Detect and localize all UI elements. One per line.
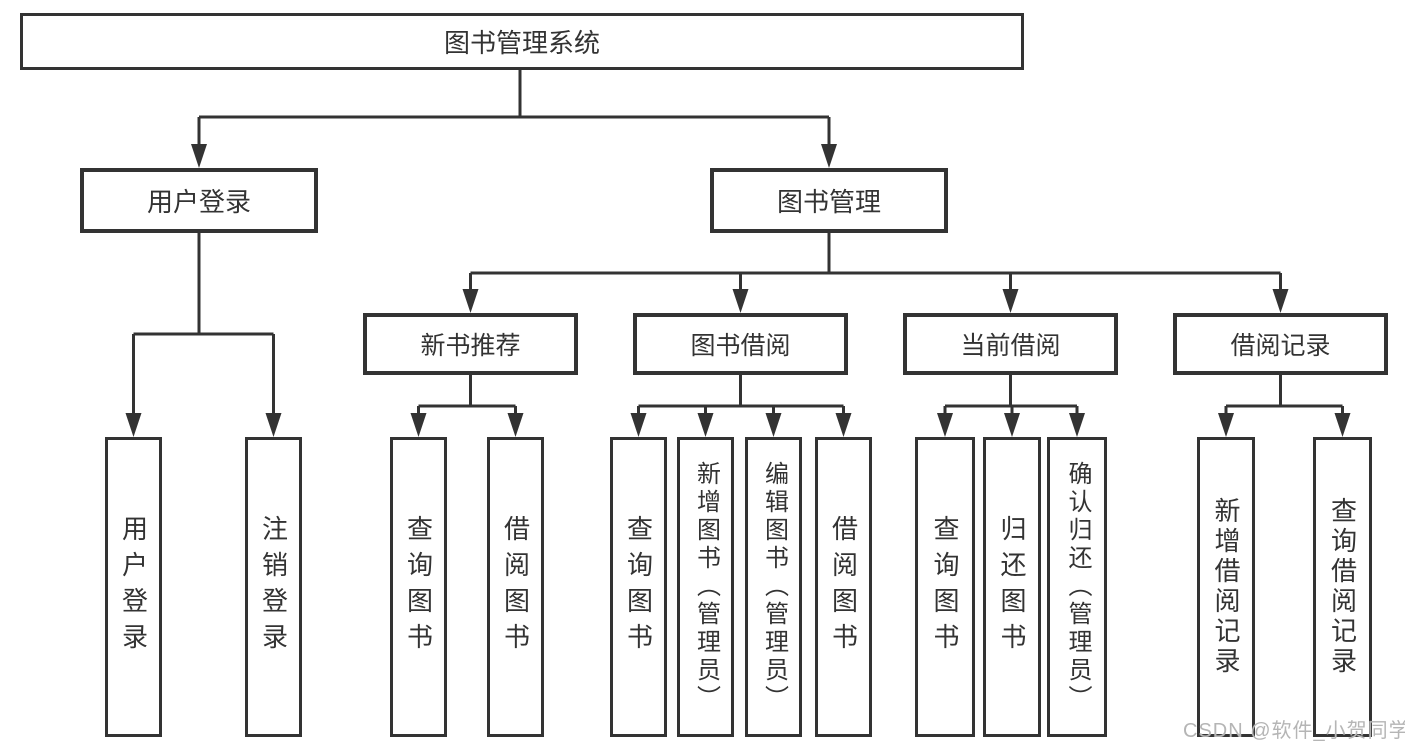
leaf-logout: 注销登录 [245,437,302,737]
node-borrow-records: 借阅记录 [1173,313,1388,375]
leaf-edit-books-admin: 编辑图书（管理员） [745,437,802,737]
arrow-down-icon [191,144,207,168]
arrow-down-icon [765,413,782,437]
node-user-login: 用户登录 [80,168,318,233]
leaf-add-books-admin: 新增图书（管理员） [677,437,734,737]
leaf-confirm-return-admin: 确认归还（管理员） [1047,437,1107,737]
leaf-label: 查询图书 [623,515,654,659]
arrow-down-icon [1069,413,1085,437]
leaf-label: 确认归还（管理员） [1064,461,1091,713]
node-book-borrow: 图书借阅 [633,313,848,375]
leaf-user-login: 用户登录 [105,437,162,737]
csdn-watermark: CSDN @软件_小贺同学 [1183,720,1405,742]
leaf-label: 新增图书（管理员） [692,461,720,713]
leaf-query-books: 查询图书 [610,437,667,737]
leaf-label: 归还图书 [997,515,1027,659]
arrow-down-icon [507,413,524,437]
arrow-down-icon [1218,413,1234,437]
node-book-management: 图书管理 [710,168,948,233]
arrow-down-icon [410,413,427,437]
leaf-add-borrow-record: 新增借阅记录 [1197,437,1255,737]
node-new-book-recommend: 新书推荐 [363,313,578,375]
leaf-borrow-books: 借阅图书 [815,437,872,737]
arrow-down-icon [630,413,647,437]
leaf-label: 借阅图书 [500,515,531,659]
arrow-down-icon [265,413,282,437]
node-label: 图书管理 [776,187,881,217]
node-label: 图书借阅 [690,332,791,360]
leaf-label: 查询图书 [403,515,434,659]
node-library-system: 图书管理系统 [20,13,1024,70]
arrow-down-icon [937,413,953,437]
leaf-return-books: 归还图书 [983,437,1041,737]
leaf-borrow-books: 借阅图书 [487,437,544,737]
connector-stems [132,70,1344,415]
node-label: 图书管理系统 [443,28,600,58]
arrow-down-icon [697,413,714,437]
leaf-query-books: 查询图书 [915,437,975,737]
arrow-down-icon [1334,413,1351,437]
leaf-label: 查询借阅记录 [1327,497,1358,677]
arrow-down-icon [835,413,852,437]
node-label: 新书推荐 [420,332,521,360]
leaf-label: 查询图书 [930,515,960,659]
leaf-label: 新增借阅记录 [1211,497,1241,677]
leaf-label: 借阅图书 [828,515,859,659]
node-current-borrow: 当前借阅 [903,313,1118,375]
node-label: 当前借阅 [960,332,1061,360]
leaf-label: 注销登录 [258,515,289,659]
leaf-query-books: 查询图书 [390,437,447,737]
leaf-label: 编辑图书（管理员） [760,461,788,713]
leaf-query-borrow-record: 查询借阅记录 [1313,437,1372,737]
node-label: 用户登录 [146,187,251,217]
arrow-down-icon [732,289,749,313]
arrow-down-icon [821,144,837,168]
arrow-down-icon [1002,289,1019,313]
leaf-label: 用户登录 [118,515,149,659]
arrow-down-icon [462,289,479,313]
arrow-down-icon [125,413,142,437]
node-label: 借阅记录 [1230,332,1331,360]
arrow-down-icon [1004,413,1020,437]
arrow-down-icon [1272,289,1289,313]
